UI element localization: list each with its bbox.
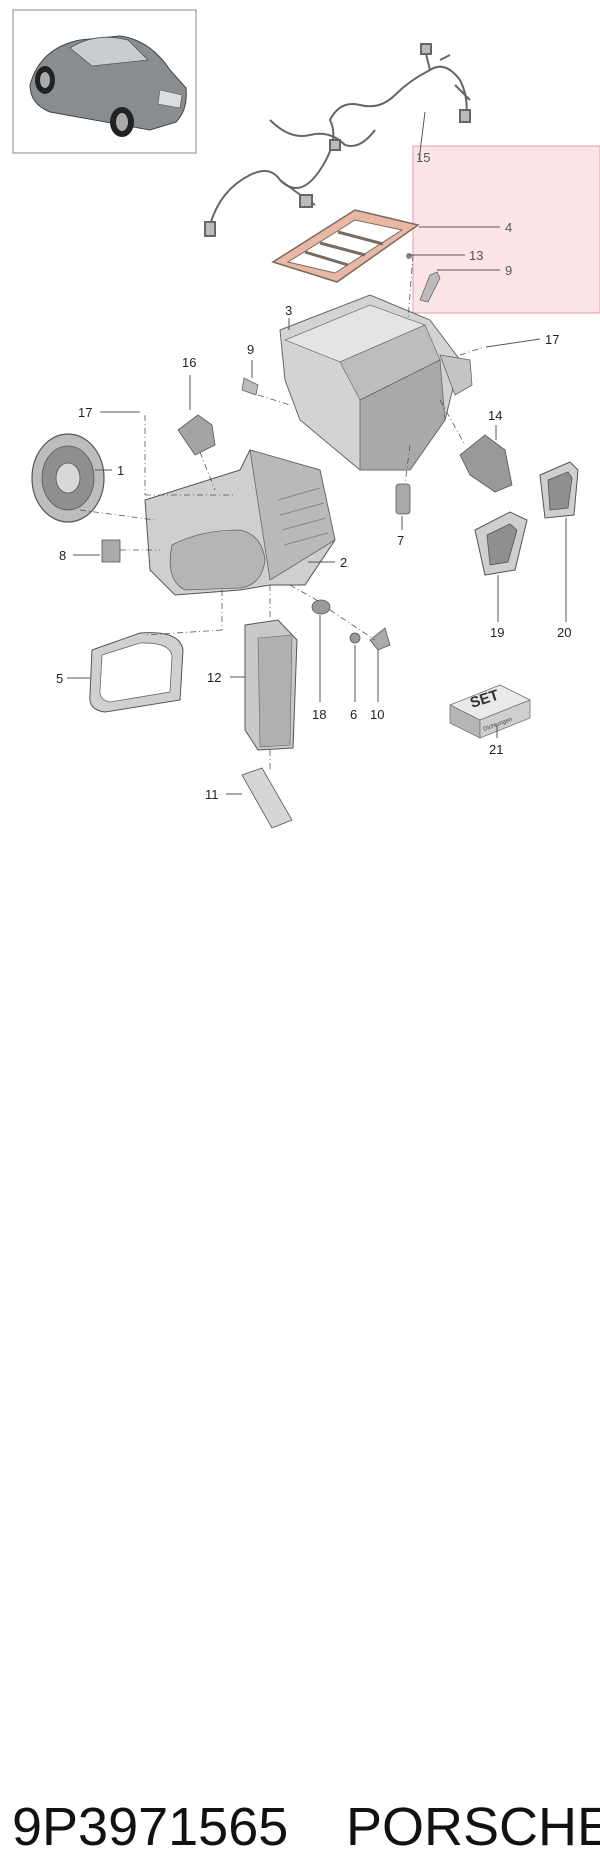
- callout-21[interactable]: 21: [489, 742, 503, 757]
- callout-labels: 15 4 13 9 3 17 9 16 17 14 1 7 8 2 19 20 …: [56, 150, 571, 802]
- callout-14[interactable]: 14: [488, 408, 502, 423]
- duct-seal-19[interactable]: [474, 511, 528, 576]
- brand-name: PORSCHE: [346, 1797, 600, 1857]
- callout-16[interactable]: 16: [182, 355, 196, 370]
- gasket-5[interactable]: [89, 632, 184, 713]
- sensor-7[interactable]: [395, 483, 411, 515]
- grommet-6[interactable]: [349, 632, 361, 644]
- evaporator-12[interactable]: [244, 619, 298, 751]
- caption-bar: 9P3971565 PORSCHE: [0, 890, 600, 1857]
- callout-20[interactable]: 20: [557, 625, 571, 640]
- callout-15[interactable]: 15: [416, 150, 430, 165]
- callout-17-right[interactable]: 17: [545, 332, 559, 347]
- callout-2[interactable]: 2: [340, 555, 347, 570]
- callout-9-upper[interactable]: 9: [505, 263, 512, 278]
- sensor-9-upper[interactable]: [419, 271, 441, 303]
- callout-5[interactable]: 5: [56, 671, 63, 686]
- exploded-parts-diagram: SET Dichtungen: [12, 9, 600, 829]
- callout-10[interactable]: 10: [370, 707, 384, 722]
- ac-housing-lower[interactable]: [144, 449, 336, 596]
- car-thumbnail[interactable]: [12, 9, 197, 154]
- callout-13[interactable]: 13: [469, 248, 483, 263]
- callout-1[interactable]: 1: [117, 463, 124, 478]
- ac-housing-upper[interactable]: [279, 294, 473, 471]
- blower-resistor[interactable]: [177, 414, 216, 456]
- callout-3[interactable]: 3: [285, 303, 292, 318]
- assembly-lines: [79, 254, 485, 770]
- callout-11[interactable]: 11: [205, 787, 219, 802]
- actuator-8[interactable]: [101, 539, 121, 563]
- callout-7[interactable]: 7: [397, 533, 404, 548]
- callout-6[interactable]: 6: [350, 707, 357, 722]
- callout-17-left[interactable]: 17: [78, 405, 92, 420]
- callout-9-lower[interactable]: 9: [247, 342, 254, 357]
- gasket-set-box[interactable]: SET Dichtungen: [449, 684, 531, 739]
- screw-13[interactable]: [406, 253, 412, 259]
- callout-8[interactable]: 8: [59, 548, 66, 563]
- callout-18[interactable]: 18: [312, 707, 326, 722]
- wiring-harness[interactable]: [204, 43, 471, 237]
- blower-motor[interactable]: [31, 433, 105, 523]
- valve-10[interactable]: [369, 627, 391, 651]
- callout-19[interactable]: 19: [490, 625, 504, 640]
- actuator-14[interactable]: [459, 434, 513, 493]
- leader-lines: [67, 111, 567, 795]
- callout-12[interactable]: 12: [207, 670, 221, 685]
- bracket-11[interactable]: [241, 767, 293, 829]
- grommet-18[interactable]: [311, 599, 331, 615]
- cabin-filter-frame[interactable]: [271, 209, 420, 283]
- part-number: 9P3971565: [12, 1797, 289, 1857]
- highlight-region: [412, 145, 600, 314]
- callout-4[interactable]: 4: [505, 220, 512, 235]
- duct-seal-20[interactable]: [539, 461, 579, 519]
- sensor-9-lower[interactable]: [241, 377, 259, 396]
